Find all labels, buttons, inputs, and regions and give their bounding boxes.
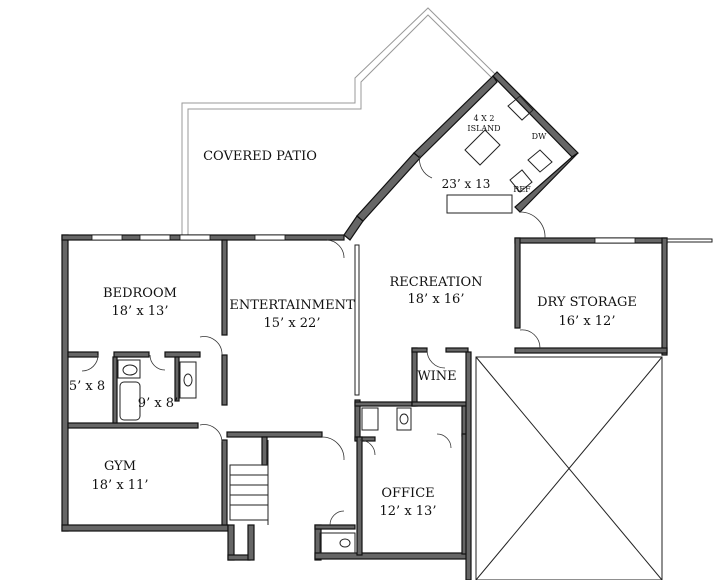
recreation-label: RECREATION [389,275,482,290]
bath-size: 9’ x 8’ [138,396,178,411]
office-label: OFFICE [381,486,434,501]
entertainment-size: 15’ x 22’ [264,316,321,331]
refrigerator-label: REF [513,185,531,194]
gym-label: GYM [104,459,136,474]
fixtures [117,95,553,554]
island-label: ISLAND [467,124,500,133]
windows [91,234,636,244]
doors [81,154,546,526]
garage [465,351,663,580]
bedroom-label: BEDROOM [103,286,177,301]
gym-size: 18’ x 11’ [92,478,149,493]
exterior-walls [61,71,713,561]
recreation-size: 18’ x 16’ [408,292,465,307]
bedroom-size: 18’ x 13’ [112,304,169,319]
dry-storage-size: 16’ x 12’ [559,314,616,329]
island-size: 4 X 2 [474,114,495,123]
entertainment-label: ENTERTAINMENT [229,298,355,313]
office-size: 12’ x 13’ [380,504,437,519]
patio-label: COVERED PATIO [203,149,317,164]
staircase [229,440,269,525]
interior-walls [67,237,668,556]
closet-size: 5’ x 8 [69,379,105,394]
dishwasher-label: DW [532,132,547,141]
kitchen-size: 23’ x 13 [442,177,491,191]
wine-label: WINE [417,369,456,384]
covered-patio-outline [181,7,498,237]
dry-storage-label: DRY STORAGE [537,295,637,310]
